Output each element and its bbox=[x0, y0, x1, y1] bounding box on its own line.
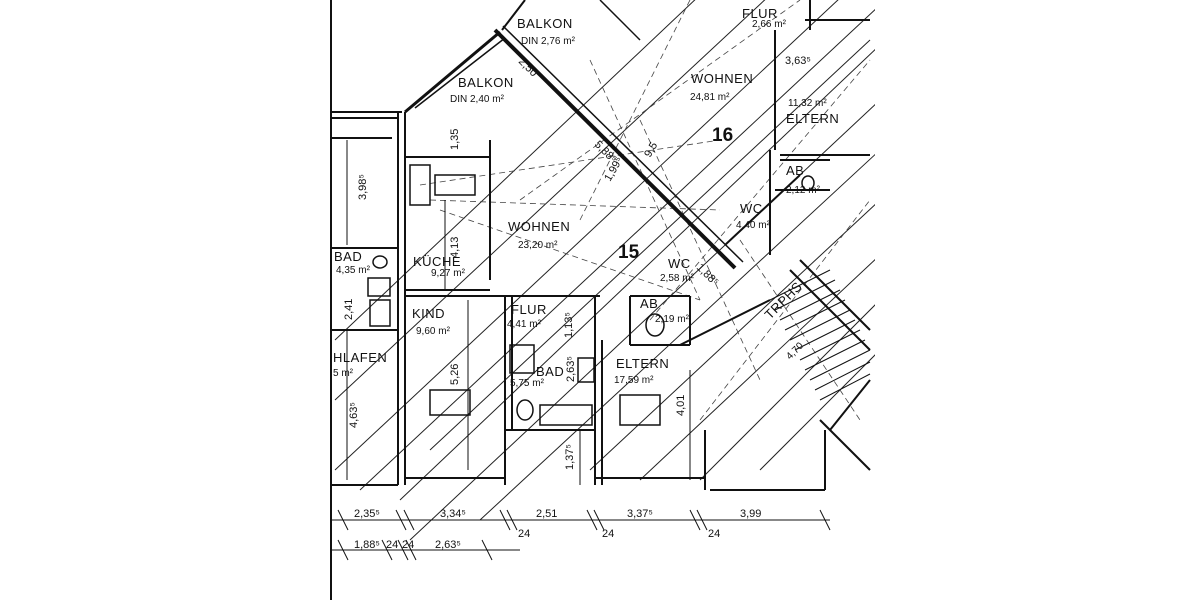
misc-dimensions: 2,50 5,88⁵ 1,99⁵ 9,5 3,63⁵ 2,41 1,88⁵ bbox=[343, 55, 811, 320]
diagonal-construction-lines bbox=[334, 0, 875, 541]
dimension-label: 1,88⁵ bbox=[694, 262, 721, 289]
room-name: AB bbox=[786, 163, 804, 178]
room-name: BALKON bbox=[517, 16, 573, 31]
room-name: BAD bbox=[334, 249, 362, 264]
dimension-chain-1: 2,35⁵ 3,34⁵ 2,51 3,37⁵ 3,99 bbox=[354, 508, 761, 520]
room-name: FLUR bbox=[742, 6, 778, 21]
dimension-label: 1,88⁵ bbox=[354, 539, 380, 551]
dimension-label: 5,26 bbox=[449, 364, 461, 385]
dimension-label: 3,34⁵ bbox=[440, 508, 466, 520]
dimension-label: 4,63⁵ bbox=[348, 402, 360, 428]
dimension-label: 24 bbox=[402, 539, 414, 551]
room-area: 2,19 m² bbox=[655, 314, 690, 325]
dimension-label: 4,01 bbox=[675, 395, 687, 416]
dimension-label: 24 bbox=[518, 528, 530, 540]
room-area: 2,58 m² bbox=[660, 273, 695, 284]
room-name: AB bbox=[640, 296, 658, 311]
room-name: WOHNEN bbox=[691, 71, 753, 86]
room-area: 2,66 m² bbox=[752, 19, 787, 30]
dimension-label: 2,35⁵ bbox=[354, 508, 380, 520]
room-area: 23,20 m² bbox=[518, 240, 558, 251]
walls bbox=[332, 0, 871, 491]
room-name: WC bbox=[668, 256, 691, 271]
staircase bbox=[769, 269, 871, 401]
dimension-lines bbox=[332, 140, 831, 561]
room-area: 4,35 m² bbox=[336, 265, 371, 276]
room-name: ELTERN bbox=[786, 111, 839, 126]
room-name: KÜCHE bbox=[413, 254, 461, 269]
room-area: 17,59 m² bbox=[614, 375, 654, 386]
room-area: 24,81 m² bbox=[690, 92, 730, 103]
fixtures bbox=[367, 164, 815, 426]
dimension-label: 24 bbox=[386, 539, 398, 551]
apartment-number-16: 16 bbox=[712, 125, 733, 146]
plan-linework bbox=[332, 0, 875, 561]
room-area: 11,32 m² bbox=[788, 98, 827, 109]
room-name: WC bbox=[740, 201, 763, 216]
dimension-label: 2,51 bbox=[536, 508, 557, 520]
vertical-dimensions: 3,98⁵ 4,13 5,26 4,63⁵ 1,37⁵ 4,01 1,13⁵ 2… bbox=[348, 129, 687, 470]
dimension-label: 1,13⁵ bbox=[563, 312, 575, 338]
room-name: BAD bbox=[536, 364, 564, 379]
room-name: HLAFEN bbox=[333, 350, 387, 365]
dimension-label: 2,41 bbox=[343, 299, 355, 320]
dimension-label: 3,99 bbox=[740, 508, 761, 520]
party-wall bbox=[404, 0, 744, 270]
room-area: 9,60 m² bbox=[416, 326, 451, 337]
room-area: DIN 2,40 m² bbox=[450, 94, 505, 105]
dimension-label: 24 bbox=[602, 528, 614, 540]
dimension-label: 3,63⁵ bbox=[785, 55, 811, 67]
room-area: 4,40 m² bbox=[736, 220, 771, 231]
dimension-label: 24 bbox=[708, 528, 720, 540]
room-area: DIN 2,76 m² bbox=[521, 36, 576, 47]
apartment-number-15: 15 bbox=[618, 242, 640, 263]
dimension-label: 1,35 bbox=[449, 129, 461, 150]
dimension-label: 4,13 bbox=[449, 237, 461, 258]
dimension-label: 3,37⁵ bbox=[627, 508, 653, 520]
room-area: 5,75 m² bbox=[510, 378, 545, 389]
room-name: WOHNEN bbox=[508, 219, 570, 234]
room-name: ELTERN bbox=[616, 356, 669, 371]
dimension-label: 9,5 bbox=[642, 140, 660, 159]
room-area: 4,41 m² bbox=[507, 319, 542, 330]
room-area: 9,27 m² bbox=[431, 268, 466, 279]
room-name: FLUR bbox=[511, 302, 547, 317]
room-name: BALKON bbox=[458, 75, 514, 90]
dimension-label: 2,63⁵ bbox=[435, 539, 461, 551]
room-name: KIND bbox=[412, 306, 445, 321]
dimension-label: 2,63⁵ bbox=[565, 356, 577, 382]
room-area: 2,12 m² bbox=[786, 185, 821, 196]
dimension-label: 3,98⁵ bbox=[357, 174, 369, 200]
dimension-chain-2: 1,88⁵ 24 24 2,63⁵ 24 24 24 bbox=[354, 528, 720, 551]
room-area: 5 m² bbox=[333, 368, 354, 379]
dimension-label: 1,37⁵ bbox=[564, 444, 576, 470]
